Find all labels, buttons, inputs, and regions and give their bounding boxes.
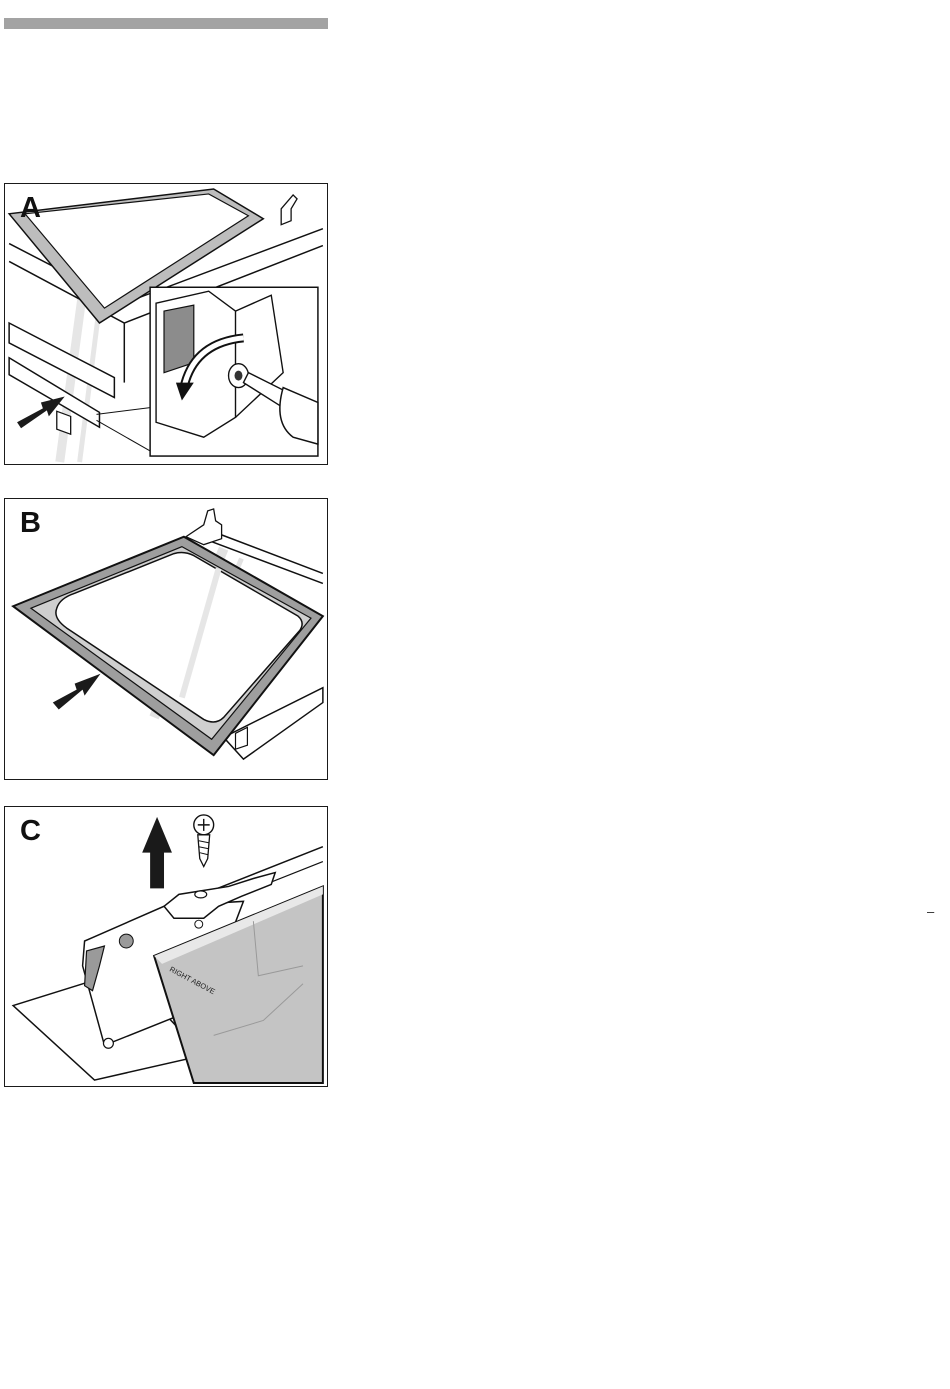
panel-label-a: A bbox=[20, 194, 41, 223]
glass-retaining-clip-illustration: RIGHT ABOVE bbox=[5, 807, 327, 1086]
illustration-panel-b: B bbox=[4, 498, 328, 780]
panel-label-c: C bbox=[20, 817, 41, 846]
panel-label-b: B bbox=[20, 509, 41, 538]
oven-door-hinge-illustration bbox=[5, 184, 327, 464]
illustration-panel-c: C RIGHT ABOVE bbox=[4, 806, 328, 1087]
header-rule bbox=[4, 18, 328, 29]
door-glass-removal-illustration bbox=[5, 499, 327, 779]
margin-mark: – bbox=[927, 904, 934, 919]
illustration-panel-a: A bbox=[4, 183, 328, 465]
